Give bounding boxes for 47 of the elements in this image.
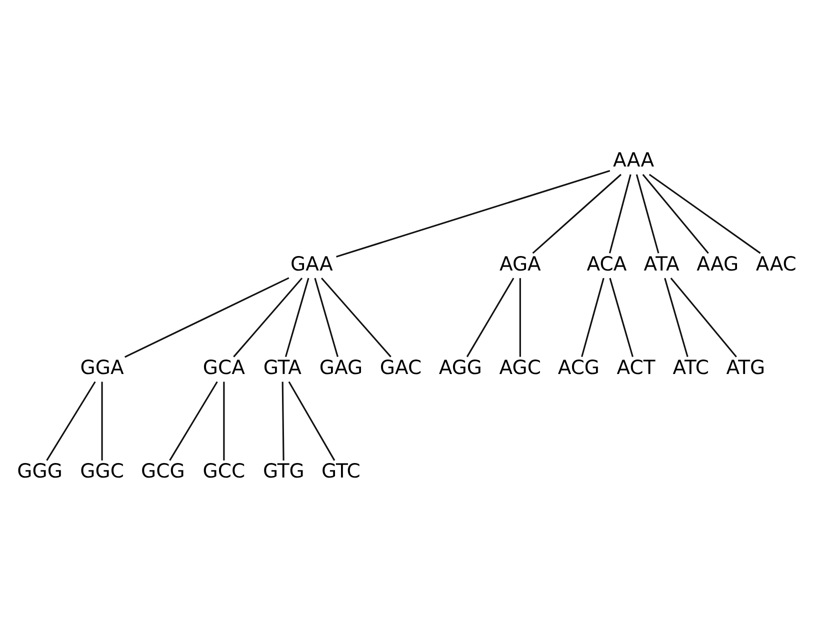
node-text: GAA	[290, 252, 333, 275]
node-text: ATA	[644, 252, 680, 275]
connector	[288, 380, 336, 460]
connector	[532, 173, 622, 254]
node-text: ACT	[616, 355, 656, 378]
connector	[609, 277, 634, 357]
connector	[284, 277, 310, 357]
node-text: GTC	[322, 459, 360, 482]
node-text: ATC	[672, 355, 709, 378]
connector	[648, 173, 761, 254]
connector	[636, 174, 660, 253]
connector	[233, 277, 303, 357]
connector	[336, 169, 610, 257]
node-text: AGC	[499, 355, 542, 378]
node-text: GAC	[380, 355, 422, 378]
node-text: AGA	[499, 252, 541, 275]
node-text: GAG	[319, 355, 363, 378]
connector	[101, 381, 103, 460]
node-text: GCG	[141, 459, 185, 482]
connector	[320, 277, 392, 357]
connector	[124, 276, 290, 358]
node-text: AGG	[438, 355, 482, 378]
connector	[642, 174, 709, 254]
node-text: GCC	[202, 459, 246, 482]
node-text: AAA	[613, 148, 654, 172]
connector	[608, 174, 632, 253]
node-text: ATG	[726, 355, 766, 378]
node-text: GGG	[17, 459, 63, 482]
node-text: ACG	[558, 355, 600, 378]
node-text: AAC	[756, 252, 796, 275]
connector	[46, 380, 96, 460]
node-text: GGA	[80, 355, 124, 378]
connector	[314, 277, 338, 357]
connector	[169, 380, 218, 460]
node-text: GTA	[263, 355, 302, 378]
connector	[670, 277, 737, 357]
connector	[581, 277, 604, 357]
node-text: GTG	[262, 459, 304, 482]
connector	[519, 278, 521, 356]
connector	[223, 381, 225, 460]
connector	[664, 277, 688, 357]
node-text: GGC	[80, 459, 124, 482]
node-text: AAG	[696, 252, 739, 275]
node-text: ACA	[586, 252, 627, 275]
node-text: GCA	[202, 355, 245, 378]
connector	[466, 277, 514, 357]
connector	[282, 381, 284, 460]
